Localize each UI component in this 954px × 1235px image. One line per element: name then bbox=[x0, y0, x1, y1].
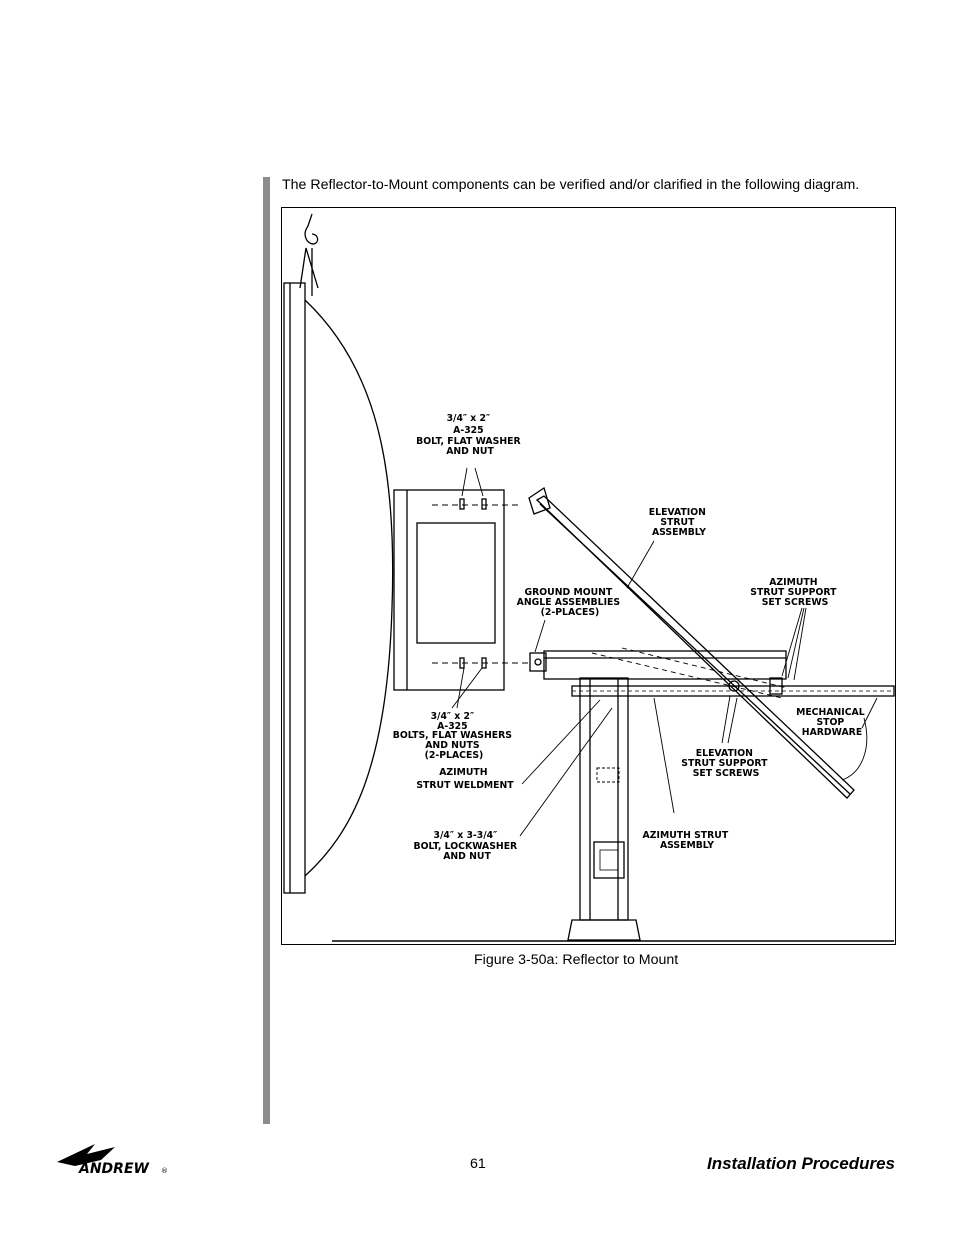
lightning-bolt-icon: ANDREW ® bbox=[57, 1144, 168, 1177]
registered-mark: ® bbox=[161, 1167, 168, 1175]
figure-caption: Figure 3-50a: Reflector to Mount bbox=[474, 952, 679, 968]
lifting-hook bbox=[304, 213, 319, 245]
label-azimuth-set-screws: AZIMUTH STRUT SUPPORT SET SCREWS bbox=[750, 577, 839, 608]
post-access-plate bbox=[593, 841, 625, 879]
ground-mount-angle bbox=[529, 652, 547, 672]
change-bar bbox=[263, 177, 270, 1124]
reflector-mount-frame bbox=[393, 489, 505, 691]
label-azimuth-weldment: AZIMUTH STRUT WELDMENT bbox=[416, 767, 514, 791]
page-number: 61 bbox=[470, 1156, 486, 1172]
label-ground-mount: GROUND MOUNT ANGLE ASSEMBLIES (2-PLACES) bbox=[517, 587, 624, 618]
reflector-dish bbox=[304, 299, 394, 877]
elevation-strut bbox=[535, 495, 855, 799]
label-lower-bolts: 3/4″ x 2″ A-325 BOLTS, FLAT WASHERS AND … bbox=[393, 711, 515, 761]
reflector-rim bbox=[283, 282, 306, 894]
hanging-strap bbox=[299, 247, 319, 296]
mount-frame-window bbox=[416, 522, 496, 644]
section-title: Installation Procedures bbox=[707, 1154, 895, 1173]
figure-reflector-to-mount: 3/4″ x 2″ A-325 BOLT, FLAT WASHER AND NU… bbox=[281, 207, 896, 945]
label-elevation-strut: ELEVATION STRUT ASSEMBLY bbox=[649, 507, 709, 538]
logo-wordmark: ANDREW bbox=[78, 1161, 150, 1177]
label-mechanical-stop: MECHANICAL STOP HARDWARE bbox=[796, 707, 868, 738]
reflector-mount-diagram: 3/4″ x 2″ A-325 BOLT, FLAT WASHER AND NU… bbox=[283, 213, 895, 942]
intro-paragraph: The Reflector-to-Mount components can be… bbox=[282, 177, 860, 193]
andrew-logo: ANDREW ® bbox=[55, 1142, 175, 1183]
label-lockwasher-bolt: 3/4″ x 3-3/4″ BOLT, LOCKWASHER AND NUT bbox=[414, 830, 521, 862]
label-elevation-set-screws: ELEVATION STRUT SUPPORT SET SCREWS bbox=[681, 748, 770, 779]
label-top-bolt: 3/4″ x 2″ A-325 BOLT, FLAT WASHER AND NU… bbox=[416, 413, 524, 457]
azimuth-beam bbox=[543, 650, 787, 680]
post-base bbox=[567, 919, 641, 941]
label-azimuth-assembly: AZIMUTH STRUT ASSEMBLY bbox=[643, 830, 732, 851]
